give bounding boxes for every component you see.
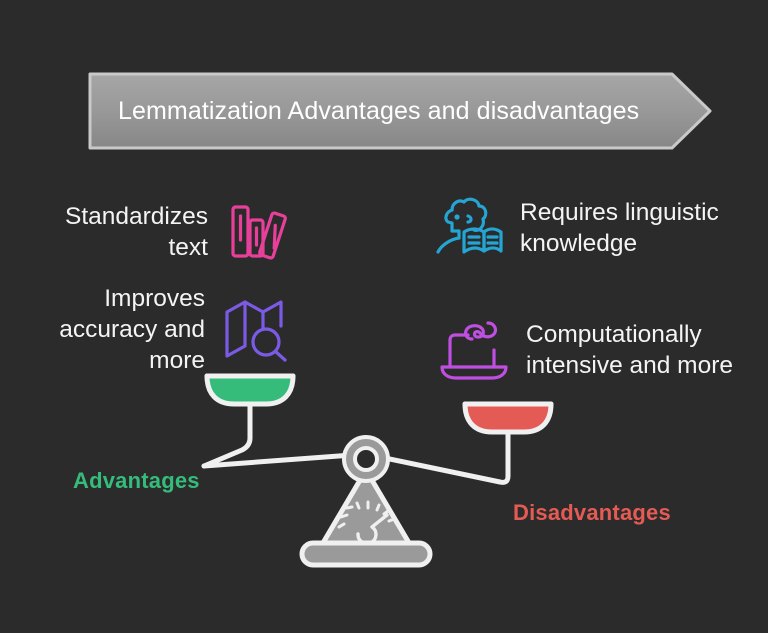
advantages-label: Advantages — [73, 468, 200, 493]
person-reading-icon — [436, 197, 503, 254]
advantages-pan — [204, 373, 296, 407]
advantage-label-improves-accuracy: Improves accuracy and more — [59, 285, 205, 374]
balance-scale-graphic — [180, 362, 590, 577]
disadvantage-label-computationally-intensive: Computationally intensive and more — [526, 321, 734, 379]
right-pan-hanger — [497, 431, 511, 485]
books-icon — [231, 205, 287, 260]
disadvantage-label-requires-linguistic-knowledge: Requires linguistic knowledge — [520, 199, 719, 257]
scale-pivot — [342, 435, 390, 483]
title-banner: Lemmatization Advantages and disadvantag… — [88, 72, 712, 150]
advantage-label-standardizes-text: Standardizes text — [64, 203, 208, 261]
disadvantages-pan — [462, 401, 554, 435]
banner-arrow-shape — [88, 72, 712, 150]
balance-scale-icon — [201, 373, 554, 568]
advantage-item-improves-accuracy: Improves accuracy and more — [30, 283, 305, 376]
laptop-overheating-icon — [440, 321, 508, 380]
advantage-item-standardizes-text: Standardizes text — [36, 196, 301, 268]
scale-base — [299, 467, 433, 568]
page-title: Lemmatization Advantages and disadvantag… — [118, 96, 640, 125]
scale-beam-left — [201, 451, 369, 469]
disadvantage-item-computationally-intensive: Computationally intensive and more — [436, 312, 756, 388]
scale-gauge — [337, 500, 396, 546]
map-search-icon — [225, 299, 287, 362]
left-pan-hanger — [201, 393, 253, 469]
disadvantage-item-requires-linguistic-knowledge: Requires linguistic knowledge — [430, 190, 740, 266]
disadvantages-label: Disadvantages — [513, 500, 671, 525]
